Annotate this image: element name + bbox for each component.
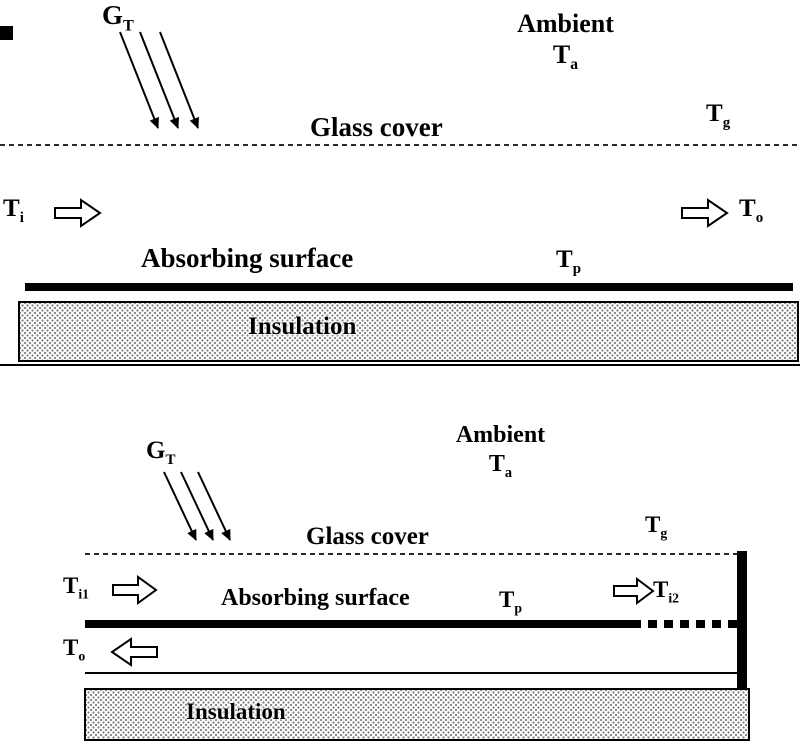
ta-label-bottom: Ta xyxy=(488,450,513,481)
ti1-label: Ti1 xyxy=(63,573,90,602)
tp-label-bottom: Tp xyxy=(499,587,523,616)
solar-radiation-label-top: GT xyxy=(102,0,134,35)
mid-channel-flow-arrow-right-icon xyxy=(613,577,655,605)
solar-radiation-label-bottom: GT xyxy=(146,437,176,468)
insulation-label-top: Insulation xyxy=(248,313,357,340)
inlet-flow-arrow-right-icon-bottom xyxy=(112,575,158,605)
tg-label-bottom: Tg xyxy=(645,512,668,541)
insulation-label-bottom: Insulation xyxy=(186,699,286,724)
ambient-block-bottom: Ambient Ta xyxy=(413,421,588,482)
to-label-top: To xyxy=(739,195,764,226)
inlet-flow-arrow-right-icon-top xyxy=(54,198,102,228)
radiation-arrows-icon-bottom xyxy=(163,471,231,541)
glass-cover-line-top xyxy=(0,144,800,146)
glass-cover-label-top: Glass cover xyxy=(310,112,443,142)
glass-cover-line-bottom xyxy=(85,553,742,555)
ti-label-top: Ti xyxy=(3,195,24,226)
base-line-top xyxy=(0,364,800,366)
absorber-plate-bottom-solid xyxy=(85,620,632,628)
ambient-label-top: Ambient xyxy=(517,9,614,38)
tp-label-top: Tp xyxy=(556,246,582,277)
to-label-bottom: To xyxy=(63,635,86,664)
ambient-block-top: Ambient Ta xyxy=(468,8,663,75)
absorber-plate-bottom-dotted xyxy=(632,620,740,628)
insulation-box-bottom xyxy=(84,688,750,741)
absorbing-surface-label-top: Absorbing surface xyxy=(141,243,354,273)
channel-bottom-line xyxy=(85,672,742,674)
ti2-label: Ti2 xyxy=(653,577,680,606)
corner-square-mark xyxy=(0,26,13,40)
right-end-wall xyxy=(737,551,747,691)
glass-cover-label-bottom: Glass cover xyxy=(306,523,429,550)
return-flow-arrow-left-icon xyxy=(110,637,158,667)
tg-label-top: Tg xyxy=(706,100,731,131)
absorber-plate-top xyxy=(25,283,793,291)
absorbing-surface-label-bottom: Absorbing surface xyxy=(221,585,410,611)
outlet-flow-arrow-right-icon-top xyxy=(681,198,729,228)
ta-label-top: Ta xyxy=(552,40,579,74)
ambient-label-bottom: Ambient xyxy=(455,422,546,448)
radiation-arrows-icon-top xyxy=(119,31,199,129)
insulation-box-top xyxy=(18,301,799,362)
